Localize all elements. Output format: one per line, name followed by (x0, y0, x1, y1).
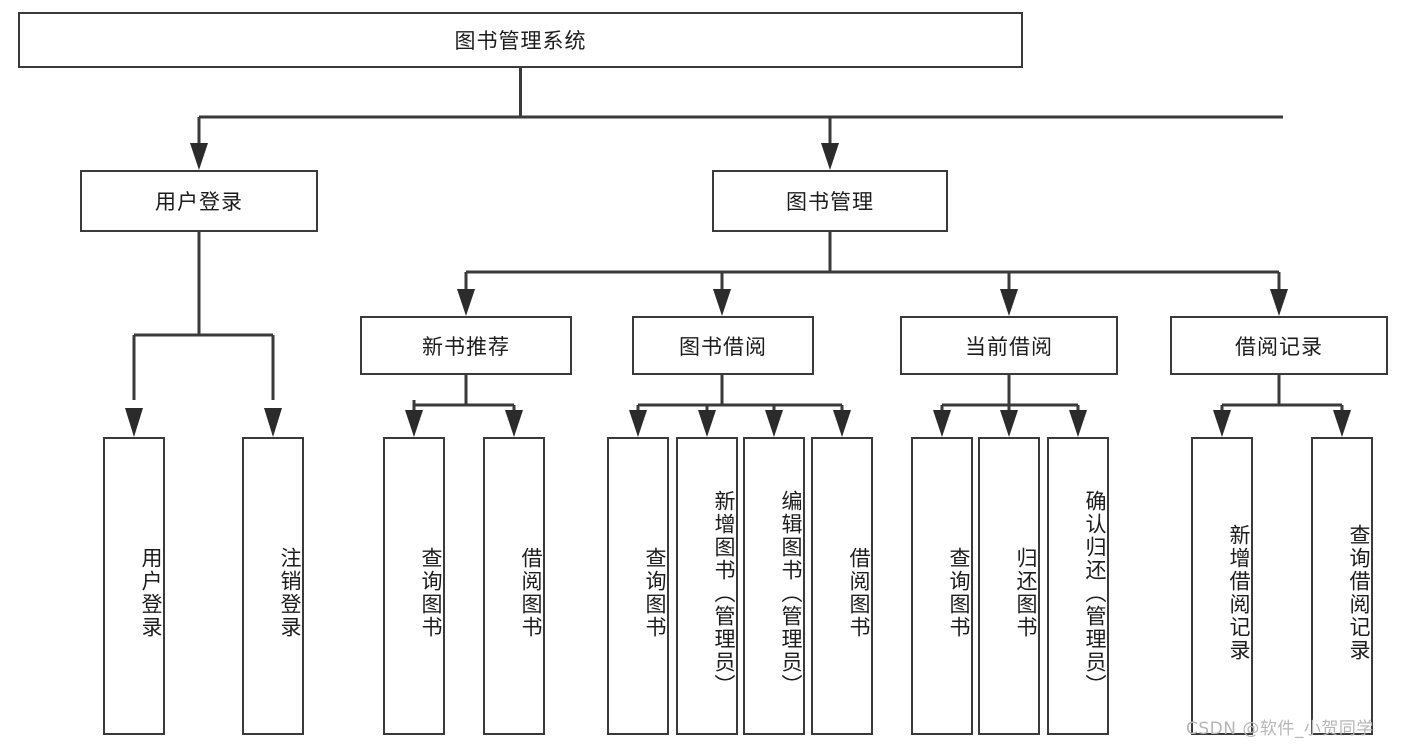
node-leaf-edit-book[interactable]: 编辑图书（管理员） (743, 437, 805, 735)
node-leaf-borrow-book-1-label: 借阅图书 (519, 547, 543, 639)
node-leaf-query-book-2[interactable]: 查询图书 (607, 437, 669, 735)
node-leaf-add-book-label: 新增图书（管理员） (712, 489, 736, 697)
node-leaf-user-login[interactable]: 用户登录 (103, 437, 165, 735)
node-leaf-user-login-label: 用户登录 (139, 547, 163, 639)
node-new-book-recommend-label: 新书推荐 (422, 334, 510, 359)
node-new-book-recommend[interactable]: 新书推荐 (360, 316, 572, 375)
node-leaf-add-record-label: 新增借阅记录 (1227, 524, 1251, 662)
node-leaf-query-book-3[interactable]: 查询图书 (911, 437, 973, 735)
node-book-borrow[interactable]: 图书借阅 (632, 316, 814, 375)
node-user-login-label: 用户登录 (155, 190, 243, 214)
node-root-label: 图书管理系统 (454, 29, 587, 53)
node-leaf-borrow-book-2[interactable]: 借阅图书 (811, 437, 873, 735)
node-leaf-query-book-1-label: 查询图书 (419, 547, 443, 639)
node-book-borrow-label: 图书借阅 (679, 334, 767, 359)
node-leaf-query-record-label: 查询借阅记录 (1347, 524, 1371, 662)
node-borrow-record[interactable]: 借阅记录 (1170, 316, 1388, 375)
node-borrow-record-label: 借阅记录 (1235, 334, 1323, 359)
node-leaf-query-book-3-label: 查询图书 (947, 547, 971, 639)
node-leaf-query-book-1[interactable]: 查询图书 (383, 437, 445, 735)
node-leaf-confirm-return[interactable]: 确认归还（管理员） (1047, 437, 1109, 735)
node-root-system[interactable]: 图书管理系统 (18, 12, 1023, 68)
node-leaf-borrow-book-2-label: 借阅图书 (847, 547, 871, 639)
node-leaf-query-record[interactable]: 查询借阅记录 (1311, 437, 1373, 735)
node-leaf-return-book[interactable]: 归还图书 (978, 437, 1040, 735)
node-leaf-borrow-book-1[interactable]: 借阅图书 (483, 437, 545, 735)
node-leaf-add-book[interactable]: 新增图书（管理员） (676, 437, 738, 735)
node-leaf-logout-login-label: 注销登录 (278, 547, 302, 639)
watermark-text: CSDN @软件_小贺同学 (1186, 719, 1374, 739)
node-current-borrow[interactable]: 当前借阅 (900, 316, 1118, 375)
node-leaf-edit-book-label: 编辑图书（管理员） (779, 489, 803, 697)
node-leaf-confirm-return-label: 确认归还（管理员） (1083, 489, 1107, 697)
node-book-management[interactable]: 图书管理 (712, 170, 948, 232)
node-book-management-label: 图书管理 (786, 190, 874, 214)
node-leaf-query-book-2-label: 查询图书 (643, 547, 667, 639)
node-leaf-return-book-label: 归还图书 (1014, 547, 1038, 639)
node-leaf-logout-login[interactable]: 注销登录 (242, 437, 304, 735)
node-user-login[interactable]: 用户登录 (80, 170, 318, 232)
node-leaf-add-record[interactable]: 新增借阅记录 (1191, 437, 1253, 735)
node-current-borrow-label: 当前借阅 (965, 334, 1053, 359)
